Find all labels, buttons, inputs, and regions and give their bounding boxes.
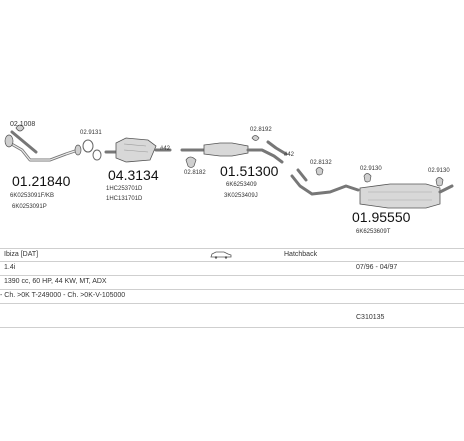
part-label-clamp-left: 02.1008 xyxy=(10,121,35,128)
oe-catalyst-2: 1HC131701D xyxy=(106,196,143,202)
clamp-2-icon xyxy=(185,156,197,168)
divider xyxy=(0,275,464,276)
oe-middle-1: 6K6253409 xyxy=(226,182,257,188)
model-label: Ibiza [DAT] xyxy=(4,251,39,258)
divider xyxy=(0,327,464,328)
clamp-4-icon xyxy=(315,167,324,176)
clamp-3-icon xyxy=(251,135,260,141)
info-row-engine-detail: 1390 cc, 60 HP, 44 KW, MT, ADX xyxy=(0,276,464,288)
body-type: Hatchback xyxy=(284,251,318,258)
info-row-code: C310135 xyxy=(0,312,464,324)
mark-42-a: #42 xyxy=(160,146,171,152)
exhaust-diagram: 02.1008 01.21840 6K0253091F/KB 6K0253091… xyxy=(4,121,454,235)
engine-label: 1.4i xyxy=(4,264,16,271)
part-label-gasket: 02.9131 xyxy=(80,130,102,136)
info-row-model: Ibiza [DAT] Hatchback xyxy=(0,249,464,261)
clamp-right-icon xyxy=(435,177,444,187)
oe-front-pipe-1: 6K0253091F/KB xyxy=(10,193,54,199)
engine-detail: 1390 cc, 60 HP, 44 KW, MT, ADX xyxy=(4,278,107,285)
mark-42-b: #42 xyxy=(284,152,295,158)
catalyst xyxy=(104,137,172,163)
info-row-engine: 1.4i 07/96 - 04/97 xyxy=(0,262,464,274)
part-code-rear: 01.95550 xyxy=(352,209,411,225)
part-label-clamp-right: 02.9130 xyxy=(428,168,450,174)
connecting-pipe xyxy=(290,168,360,196)
car-hatchback-icon xyxy=(210,251,232,259)
clamp-left-icon xyxy=(15,124,25,132)
oe-front-pipe-2: 6K0253091P xyxy=(12,204,47,210)
part-code-front-pipe: 01.21840 xyxy=(12,173,71,189)
gasket-icon xyxy=(82,139,102,161)
divider xyxy=(0,303,464,304)
middle-pipe xyxy=(180,140,288,164)
rear-muffler xyxy=(359,183,454,209)
part-code-catalyst: 04.3134 xyxy=(108,167,159,183)
clamp-5-icon xyxy=(363,173,372,183)
divider xyxy=(0,261,464,262)
part-label-clamp-3: 02.8192 xyxy=(250,127,272,133)
chassis-range: - Ch. >0K T-249000 - Ch. >0K-V-105000 xyxy=(0,292,126,299)
oe-middle-2: 3K0253409J xyxy=(224,193,258,199)
divider xyxy=(0,289,464,290)
part-label-clamp-4: 02.8132 xyxy=(310,160,332,166)
oe-rear: 6K6253609T xyxy=(356,229,391,235)
part-label-clamp-5: 02.9130 xyxy=(360,166,382,172)
part-code-middle: 01.51300 xyxy=(220,163,279,179)
divider xyxy=(0,248,464,249)
catalog-code: C310135 xyxy=(356,314,385,321)
year-range: 07/96 - 04/97 xyxy=(356,264,398,271)
info-row-chassis: - Ch. >0K T-249000 - Ch. >0K-V-105000 xyxy=(0,290,464,302)
front-pipe xyxy=(4,130,82,162)
part-label-clamp-2: 02.8182 xyxy=(184,170,206,176)
oe-catalyst-1: 1HC253701D xyxy=(106,186,143,192)
